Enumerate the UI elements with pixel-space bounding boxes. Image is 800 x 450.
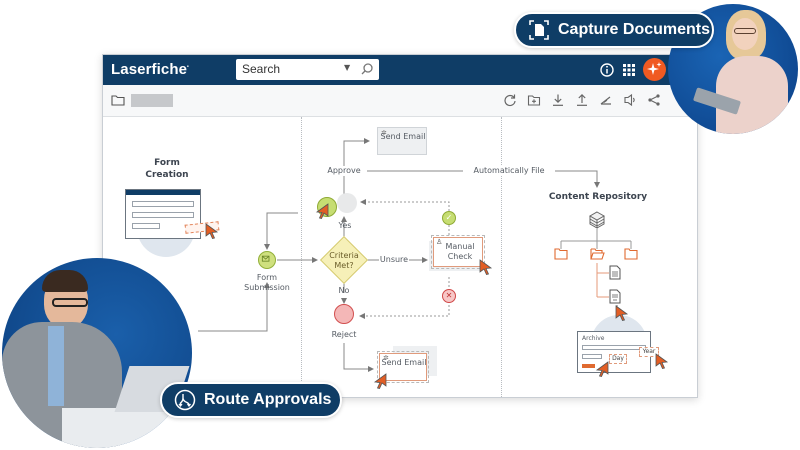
shirt <box>48 326 64 406</box>
cursor-icon <box>205 223 219 239</box>
automatically-file-label: Automatically File <box>463 166 555 176</box>
share-icon[interactable] <box>647 93 661 107</box>
logo-text: Laserfiche <box>111 61 188 78</box>
lane-divider <box>501 117 502 397</box>
form-creation-title: Form Creation <box>145 158 189 180</box>
lane-divider <box>301 117 302 397</box>
user-icon: ♙ <box>436 238 443 246</box>
folder-icon[interactable] <box>554 248 568 260</box>
send-email-task-bottom[interactable]: ✲ Send Email <box>377 351 429 383</box>
info-icon[interactable] <box>599 62 615 78</box>
capture-documents-callout: Capture Documents <box>514 12 714 48</box>
send-email-label: Send Email <box>380 132 426 141</box>
logo-mark: • <box>187 64 189 70</box>
send-email-task-top[interactable]: ✲ Send Email <box>377 127 427 155</box>
search-input[interactable]: Search <box>242 62 281 76</box>
unsure-label: Unsure <box>379 255 409 265</box>
search-icon[interactable] <box>360 62 374 76</box>
apps-grid-icon[interactable] <box>621 62 637 78</box>
year-field-tag[interactable]: Year <box>639 347 659 357</box>
cursor-icon <box>479 259 493 275</box>
open-folder-icon[interactable] <box>590 248 605 260</box>
ai-sparkle-icon <box>647 62 662 75</box>
content-repository-title: Content Repository <box>548 192 648 202</box>
search-box[interactable]: Search ▼ <box>236 59 379 80</box>
reject-event[interactable] <box>334 304 354 324</box>
cancel-x-icon: ✕ <box>442 289 456 303</box>
manual-check-task[interactable]: ♙ Manual Check <box>431 235 485 269</box>
no-label: No <box>338 286 350 295</box>
repository-cube-icon <box>588 211 606 229</box>
cursor-icon <box>595 361 609 377</box>
document-toolbar <box>103 85 697 117</box>
approve-gateway-shadow <box>337 193 357 213</box>
folder-icon[interactable] <box>111 94 125 106</box>
glasses <box>734 28 756 34</box>
laserfiche-logo[interactable]: Laserfiche• <box>111 61 189 78</box>
top-navigation-bar: Laserfiche• Search ▼ <box>103 55 697 85</box>
blouse <box>716 56 788 134</box>
archive-field[interactable] <box>582 354 602 359</box>
route-approvals-callout: Route Approvals <box>160 382 342 418</box>
new-folder-icon[interactable] <box>527 93 541 107</box>
face <box>732 18 758 50</box>
capture-documents-label: Capture Documents <box>558 21 711 38</box>
envelope-icon <box>261 255 270 262</box>
form-submission-label: Form Submission <box>244 273 290 292</box>
gear-icon: ✲ <box>381 129 387 137</box>
archive-form[interactable]: Archive <box>577 331 651 373</box>
cursor-icon <box>315 203 329 219</box>
document-scan-icon <box>529 20 549 40</box>
route-approvals-label: Route Approvals <box>204 391 332 408</box>
cursor-icon <box>373 373 387 389</box>
breadcrumb[interactable] <box>131 94 173 107</box>
hair <box>42 270 88 292</box>
cursor-icon <box>655 353 669 369</box>
search-scope-dropdown-icon[interactable]: ▼ <box>344 63 351 72</box>
form-submission-event[interactable] <box>258 251 276 269</box>
glasses <box>52 298 88 307</box>
cursor-icon <box>615 305 629 321</box>
speaker-icon[interactable] <box>623 93 637 107</box>
yes-label: Yes <box>338 221 352 230</box>
ai-assistant-button[interactable] <box>643 58 666 81</box>
archive-field[interactable] <box>582 345 646 350</box>
workflow-canvas: Form Creation Form Submission ✲ Send Ema… <box>103 117 697 397</box>
day-field-tag[interactable]: Day <box>609 354 627 364</box>
gear-icon: ✲ <box>383 354 389 362</box>
app-window: Laserfiche• Search ▼ <box>102 54 698 398</box>
archive-label: Archive <box>582 335 605 342</box>
upload-icon[interactable] <box>575 93 589 107</box>
send-email-label: Send Email <box>381 358 427 367</box>
check-icon: ✓ <box>442 211 456 225</box>
folder-icon[interactable] <box>624 248 638 260</box>
approve-label: Approve <box>321 166 367 176</box>
reject-label: Reject <box>331 330 357 339</box>
criteria-label: Criteria Met? <box>329 251 359 270</box>
refresh-icon[interactable] <box>503 93 517 107</box>
manual-check-label: Manual Check <box>445 242 475 261</box>
document-icon[interactable] <box>609 265 621 280</box>
download-icon[interactable] <box>551 93 565 107</box>
sign-icon[interactable] <box>599 93 613 107</box>
signed-document-icon[interactable] <box>609 289 621 304</box>
archive-submit-button[interactable] <box>582 364 595 368</box>
avatar-man-photo <box>2 258 192 448</box>
route-icon <box>174 389 196 411</box>
